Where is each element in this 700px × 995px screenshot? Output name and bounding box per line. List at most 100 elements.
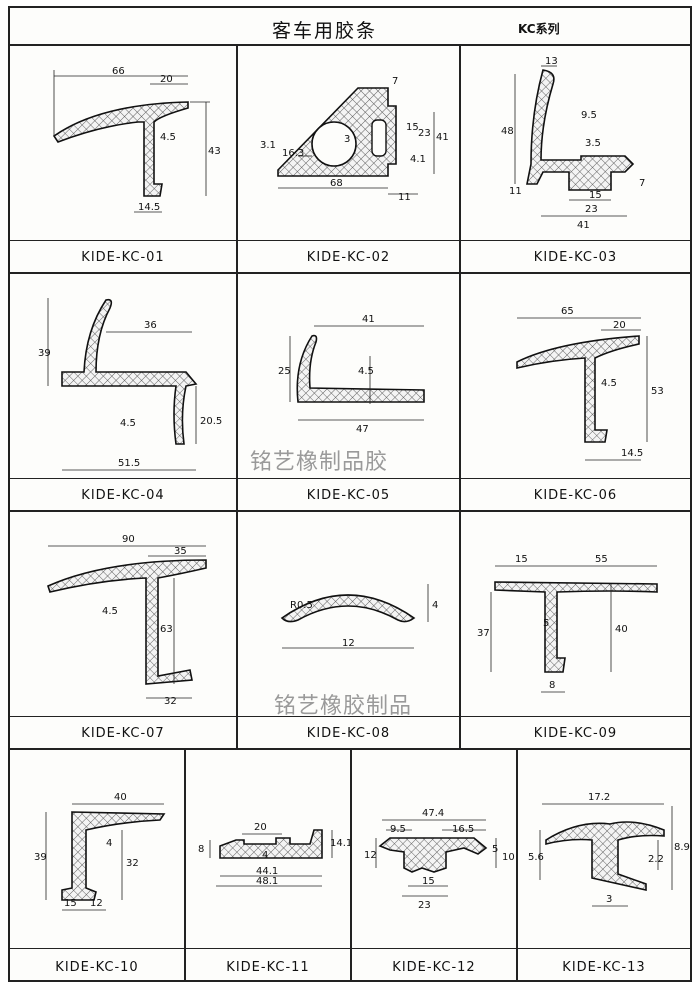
- dim-label: 44.1: [256, 866, 278, 877]
- dim-label: 7: [639, 178, 645, 189]
- dim-label: 20: [254, 822, 267, 833]
- profile-drawing-kc04: 39 36 4.5 20.5 51.5: [38, 298, 222, 471]
- part-code: KIDE-KC-12: [392, 960, 476, 975]
- dim-label: 5.6: [528, 852, 544, 863]
- dim-label: 11: [398, 192, 411, 203]
- dim-label: 4.1: [410, 154, 426, 165]
- dim-label: 23: [418, 128, 431, 139]
- grid-line: [236, 44, 238, 748]
- dim-label: 4: [106, 838, 112, 849]
- dim-label: 41: [436, 132, 449, 143]
- profile-drawing-kc11: 20 8 4 14.1 44.1 48.1: [198, 822, 350, 887]
- dim-label: 7: [392, 76, 398, 87]
- profile-drawing-kc12: 47.4 9.5 16.5 12 5 10 15 23: [364, 808, 515, 911]
- dim-label: 4: [432, 600, 438, 611]
- dim-label: 3: [344, 134, 350, 145]
- catalog-sheet: 客车用胶条 KC系列 66 20 4.5: [8, 6, 692, 982]
- grid-line: [10, 510, 690, 512]
- dim-label: 47.4: [422, 808, 444, 819]
- grid-line: [459, 44, 461, 748]
- part-code: KIDE-KC-04: [81, 488, 165, 503]
- profile-shape: [219, 829, 323, 859]
- profile-cell-kc12: 47.4 9.5 16.5 12 5 10 15 23 KIDE-KC-12: [352, 750, 516, 980]
- dim-label: 65: [561, 306, 574, 317]
- dim-label: 32: [126, 858, 139, 869]
- dim-label: 15: [422, 876, 435, 887]
- dim-label: 9.5: [390, 824, 406, 835]
- dim-label: 4.5: [358, 366, 374, 377]
- profile-drawing-kc10: 40 4 39 32 15 12: [34, 792, 166, 911]
- dim-label: 20: [613, 320, 626, 331]
- dim-label: 14.5: [138, 202, 160, 213]
- part-code: KIDE-KC-05: [306, 488, 391, 503]
- part-code: KIDE-KC-09: [533, 726, 618, 741]
- profile-shape: [61, 811, 166, 901]
- dim-label: 8: [198, 844, 204, 855]
- caption-divider: [10, 478, 690, 479]
- dim-label: 9.5: [581, 110, 597, 121]
- dim-label: 15: [515, 554, 528, 565]
- dim-label: 63: [160, 624, 173, 635]
- dim-label: 20.5: [200, 416, 222, 427]
- part-code: KIDE-KC-07: [81, 726, 165, 741]
- part-code: KIDE-KC-02: [306, 250, 391, 265]
- dim-label: 55: [595, 554, 608, 565]
- profile-shape: [47, 559, 207, 685]
- page-title: 客车用胶条: [272, 20, 378, 42]
- dim-label: 32: [164, 696, 177, 707]
- dim-label: 20: [160, 74, 173, 85]
- dim-label: 41: [577, 220, 590, 231]
- dim-label: 4.5: [601, 378, 617, 389]
- dim-label: 68: [330, 178, 343, 189]
- profile-drawing-kc06: 65 20 4.5 53 14.5: [516, 306, 664, 461]
- dim-label: 37: [477, 628, 490, 639]
- dim-label: 5: [492, 844, 498, 855]
- dim-label: 8.9: [674, 842, 690, 853]
- dim-label: 39: [34, 852, 47, 863]
- dim-label: 10: [502, 852, 515, 863]
- grid-line: [516, 748, 518, 980]
- profile-shape: [526, 69, 635, 191]
- dim-label: 15: [589, 190, 602, 201]
- dim-label: 36: [144, 320, 157, 331]
- profile-drawing-kc13: 17.2 5.6 2.2 8.9 3: [528, 792, 690, 907]
- profile-cell-kc08: R0.5 4 12 铭艺橡胶制品 KIDE-KC-08: [238, 512, 459, 748]
- profile-shape: [296, 334, 425, 403]
- dim-label: 3: [606, 894, 612, 905]
- title-bar: 客车用胶条 KC系列: [10, 8, 690, 46]
- dim-label: 66: [112, 66, 125, 77]
- profile-cell-kc04: 39 36 4.5 20.5 51.5 KIDE-KC-04: [10, 274, 236, 510]
- profile-drawing-kc08: R0.5 4 12: [280, 584, 438, 649]
- dim-label: 14.1: [330, 838, 350, 849]
- dim-label: 51.5: [118, 458, 140, 469]
- profile-cell-kc10: 40 4 39 32 15 12 KIDE-KC-10: [10, 750, 184, 980]
- dim-label: 13: [545, 56, 558, 67]
- dim-label: 48.1: [256, 876, 278, 887]
- profile-drawing-kc05: 41 25 4.5 47: [278, 314, 425, 435]
- dim-label: 39: [38, 348, 51, 359]
- profile-shape: [52, 101, 189, 197]
- profile-drawing-kc03: 13 48 9.5 3.5 11 7 15 23 41: [501, 56, 645, 231]
- profile-shape: [516, 335, 640, 443]
- profile-drawing-kc07: 90 35 4.5 63 32: [47, 534, 207, 707]
- dim-label: 3.5: [585, 138, 601, 149]
- profile-shape: [545, 821, 665, 891]
- dim-label: 48: [501, 126, 514, 137]
- profile-cell-kc06: 65 20 4.5 53 14.5 KIDE-KC-06: [461, 274, 690, 510]
- profile-drawing-kc02: 7 3.1 16.3 3 15 23 41 4.1 68 11: [260, 76, 449, 203]
- profile-cell-kc02: 7 3.1 16.3 3 15 23 41 4.1 68 11 KIDE-KC-…: [238, 44, 459, 272]
- dim-label: 12: [364, 850, 377, 861]
- dim-label: 12: [342, 638, 355, 649]
- dim-label: 16.5: [452, 824, 474, 835]
- dim-label: 2.2: [648, 854, 664, 865]
- profile-shape: [280, 594, 416, 623]
- dim-label: 23: [585, 204, 598, 215]
- profile-cell-kc09: 15 55 5 37 40 8 KIDE-KC-09: [461, 512, 690, 748]
- profile-shape: [494, 581, 658, 673]
- profile-cell-kc05: 41 25 4.5 47 铭艺橡制品胶 KIDE-KC-05: [238, 274, 459, 510]
- caption-divider: [10, 240, 690, 241]
- dim-label: 4.5: [102, 606, 118, 617]
- part-code: KIDE-KC-08: [306, 726, 391, 741]
- dim-label: 47: [356, 424, 369, 435]
- dim-label: 11: [509, 186, 522, 197]
